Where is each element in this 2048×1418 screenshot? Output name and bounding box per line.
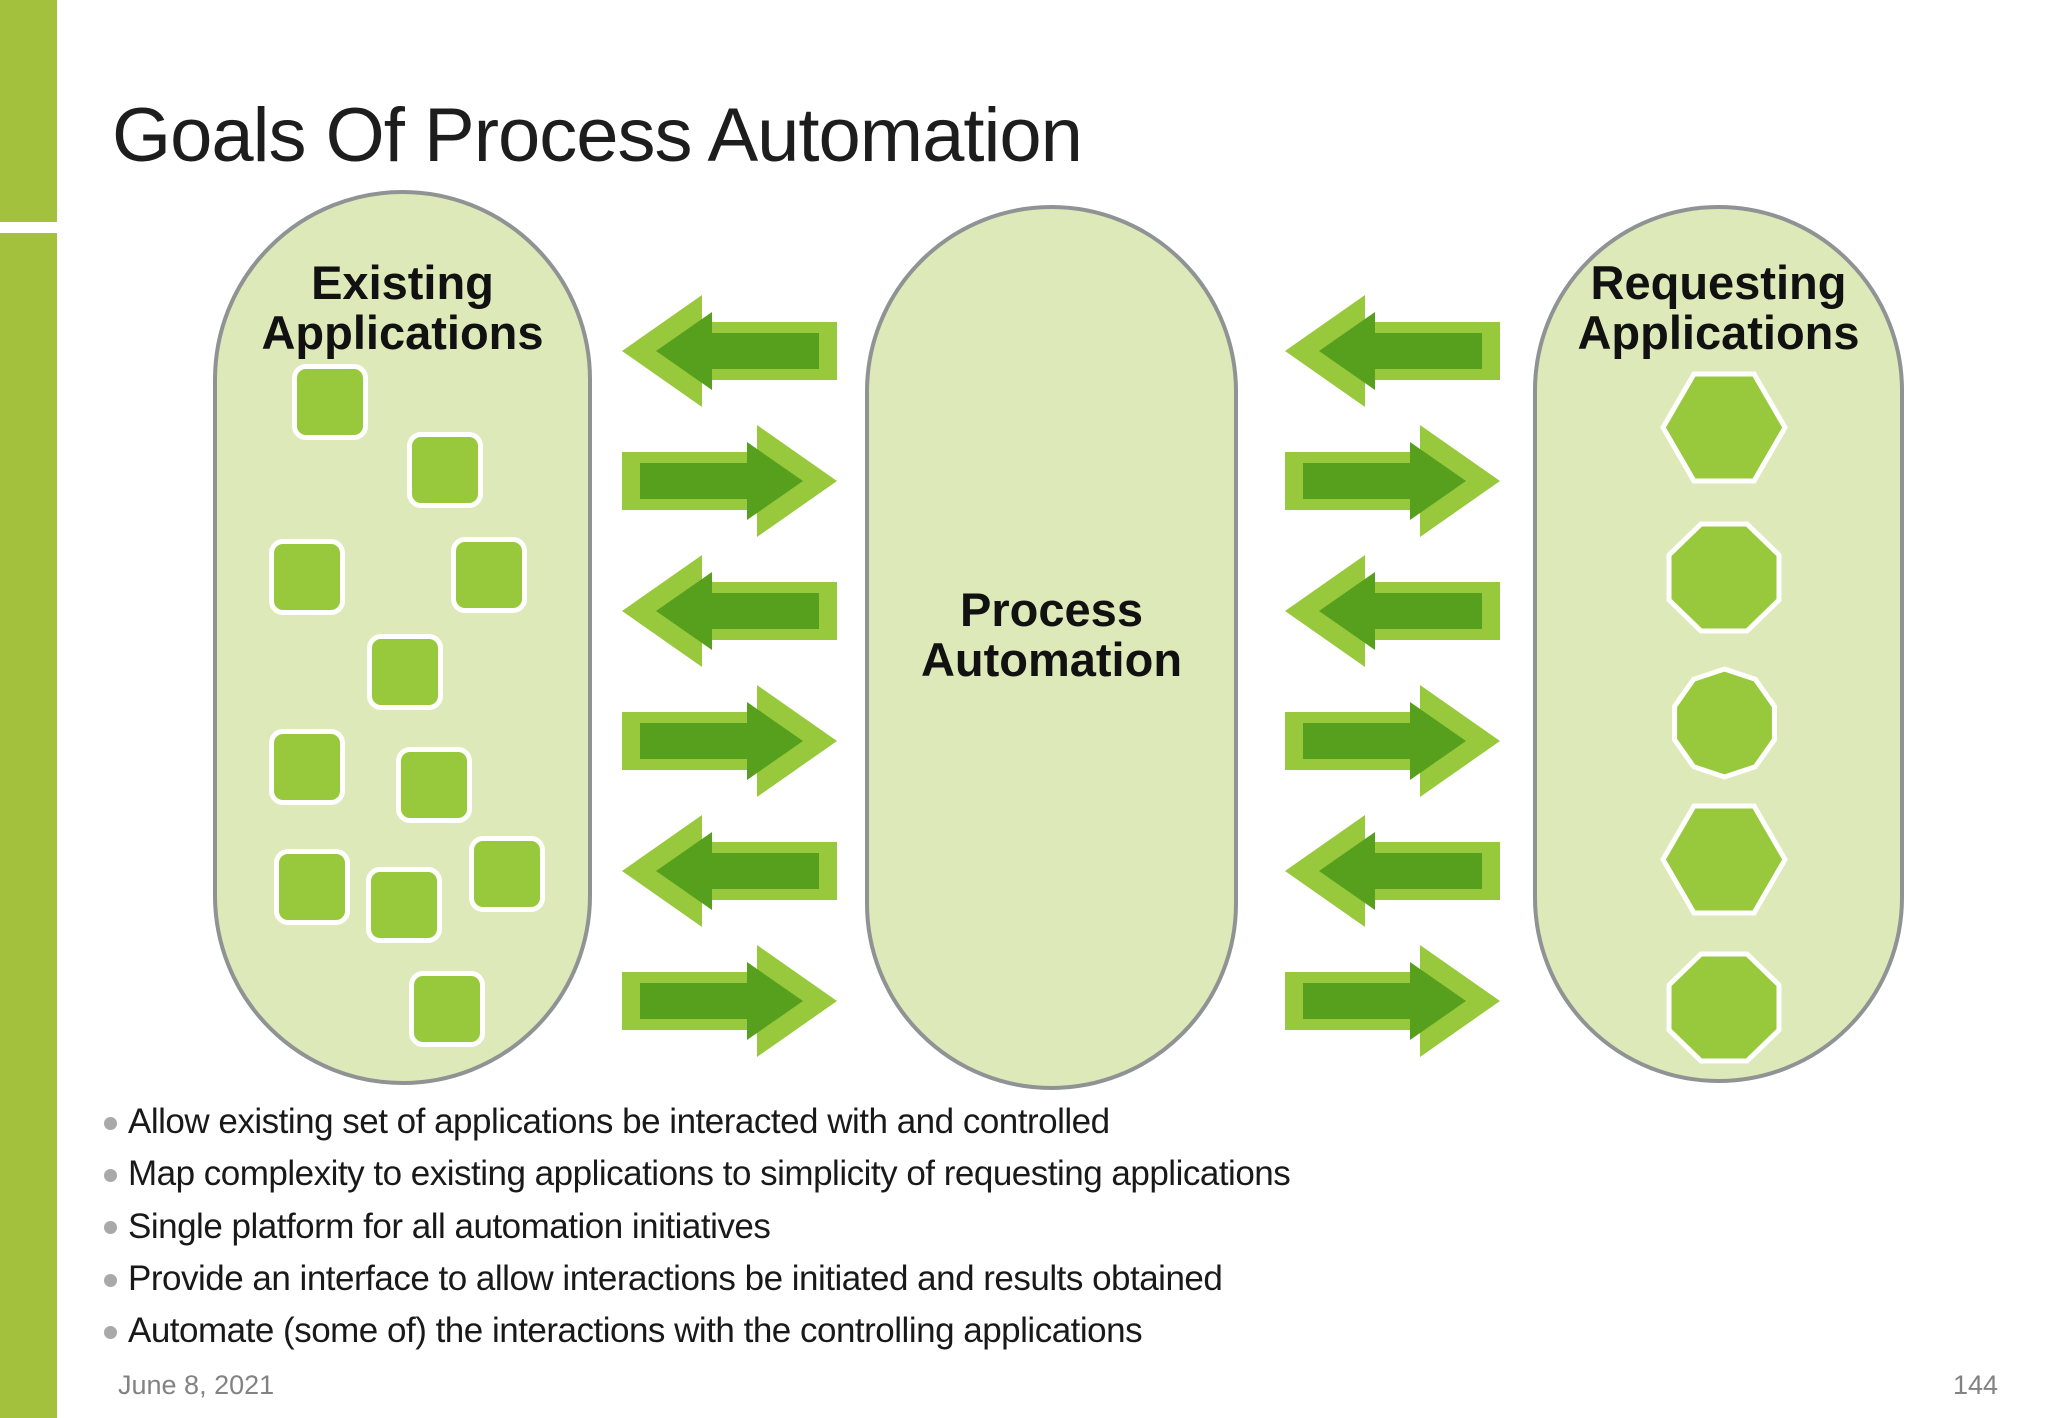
bullet-dot-icon (104, 1168, 117, 1182)
hexagon-shape (1660, 803, 1788, 916)
bullet-dot-icon (104, 1116, 117, 1130)
existing-applications-label: Existing Applications (261, 256, 544, 360)
left-arrow-icon (1285, 815, 1500, 927)
right-arrow-icon (622, 945, 837, 1057)
left-arrow-icon (622, 555, 837, 667)
bullet-text: Single platform for all automation initi… (128, 1206, 771, 1246)
process-automation-label: Process Automation (920, 583, 1183, 687)
application-square (366, 867, 442, 943)
right-arrow-icon (1285, 425, 1500, 537)
requesting-applications-label: Requesting Applications (1577, 256, 1860, 360)
accent-bar-upper (0, 0, 57, 222)
octagon-shape (1666, 521, 1782, 634)
bullet-text: Allow existing set of applications be in… (128, 1102, 1110, 1142)
right-arrow-icon (622, 425, 837, 537)
bullet-dot-icon (104, 1325, 117, 1339)
application-square (451, 537, 527, 613)
application-square (469, 836, 545, 912)
page-number: 144 (1952, 1370, 1998, 1400)
bullet-list: Allow existing set of applications be in… (104, 1096, 1804, 1357)
footer-date: June 8, 2021 (118, 1370, 275, 1400)
hexagon-shape (1660, 371, 1788, 484)
left-arrow-icon (622, 815, 837, 927)
accent-bar-lower (0, 233, 57, 1418)
bullet-item: Allow existing set of applications be in… (104, 1096, 1804, 1148)
application-square (292, 364, 368, 440)
bullet-item: Automate (some of) the interactions with… (104, 1305, 1804, 1357)
application-square (269, 729, 345, 805)
bullet-item: Single platform for all automation initi… (104, 1201, 1804, 1253)
bullet-dot-icon (104, 1221, 117, 1235)
octagon-shape (1666, 951, 1782, 1064)
application-square (396, 747, 472, 823)
application-square (407, 432, 483, 508)
requesting-applications-capsule: Requesting Applications (1533, 205, 1904, 1083)
bullet-text: Automate (some of) the interactions with… (128, 1311, 1143, 1351)
bullet-text: Map complexity to existing applications … (128, 1154, 1291, 1194)
page-title: Goals Of Process Automation (112, 93, 1083, 178)
bullet-item: Map complexity to existing applications … (104, 1148, 1804, 1200)
existing-applications-capsule: Existing Applications (213, 190, 592, 1085)
bullet-item: Provide an interface to allow interactio… (104, 1253, 1804, 1305)
left-arrow-icon (1285, 555, 1500, 667)
bullet-dot-icon (104, 1273, 117, 1287)
process-automation-capsule: Process Automation (865, 205, 1238, 1090)
left-arrow-icon (1285, 295, 1500, 407)
application-square (409, 971, 485, 1047)
application-square (274, 849, 350, 925)
bullet-text: Provide an interface to allow interactio… (128, 1259, 1223, 1299)
right-arrow-icon (622, 685, 837, 797)
application-square (367, 634, 443, 710)
application-square (269, 539, 345, 615)
right-arrow-icon (1285, 945, 1500, 1057)
right-arrow-icon (1285, 685, 1500, 797)
decagon-shape (1671, 666, 1777, 780)
left-arrow-icon (622, 295, 837, 407)
